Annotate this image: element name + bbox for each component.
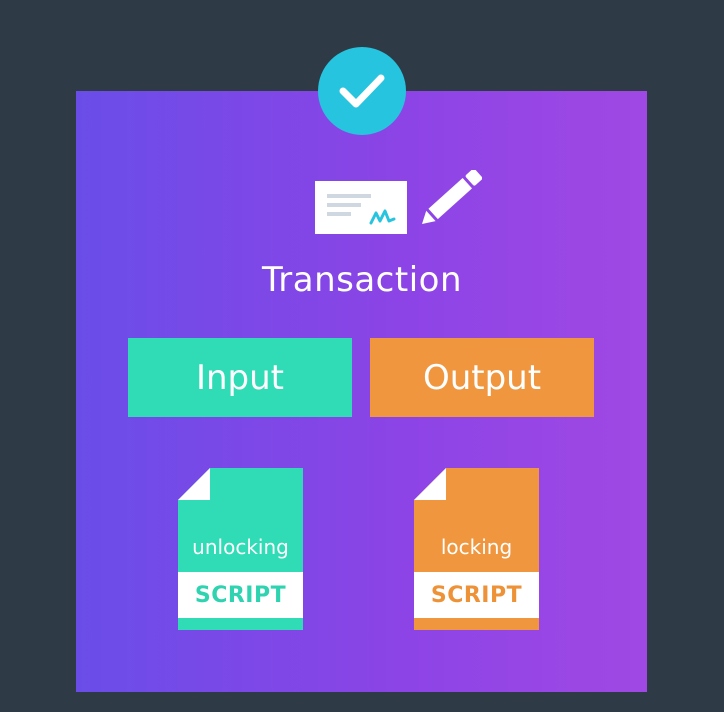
diagram-title: Transaction xyxy=(261,260,462,300)
unlocking-script-document: unlocking SCRIPT xyxy=(178,468,303,630)
output-box: Output xyxy=(370,338,594,417)
locking-script-label: SCRIPT xyxy=(414,572,539,618)
input-box: Input xyxy=(128,338,352,417)
locking-word: locking xyxy=(440,535,513,559)
locking-script-document: locking SCRIPT xyxy=(414,468,539,630)
check-icon xyxy=(318,47,406,135)
pencil-icon xyxy=(416,168,483,230)
unlocking-script-label: SCRIPT xyxy=(178,572,303,618)
output-label: Output xyxy=(422,357,542,398)
cheque-icon xyxy=(315,181,407,234)
input-label: Input xyxy=(195,357,285,398)
unlocking-word: unlocking xyxy=(192,535,289,559)
